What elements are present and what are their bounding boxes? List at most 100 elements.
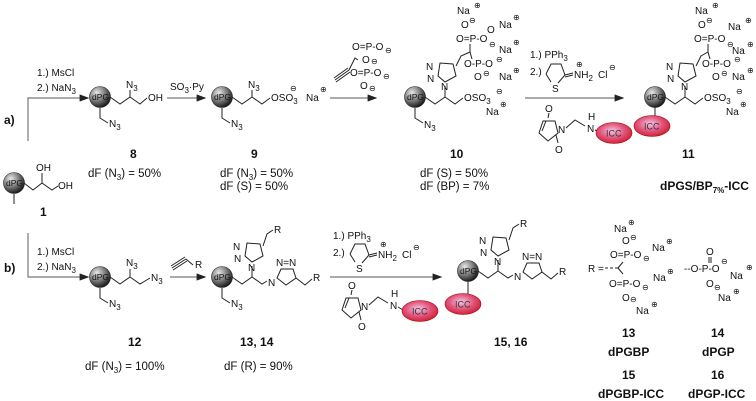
negative-charge: ⊖ xyxy=(385,46,392,55)
negative-charge: ⊖ xyxy=(413,243,420,252)
oxygen: O xyxy=(362,55,370,66)
traut-reagent: 2.) S NH2 ⊕ Cl ⊖ xyxy=(333,240,420,275)
negative-charge: ⊖ xyxy=(721,257,728,266)
core-label: dPG xyxy=(647,92,664,102)
compound-name: dPGBP-ICC xyxy=(598,387,664,401)
icc-label: ICC xyxy=(412,307,428,317)
negative-charge: ⊖ xyxy=(496,87,503,96)
nitrogen: N xyxy=(248,263,255,274)
iminium: NH2 xyxy=(378,250,397,263)
compound-number: 10 xyxy=(450,147,464,161)
nitrogen: N xyxy=(681,82,688,93)
hydrogen: H xyxy=(588,112,595,123)
compound-10: dPG N N N O=P-O O-P-O ⊖ ⊖ O ⊖ O O ⊖ Na ⊕… xyxy=(404,1,520,193)
positive-charge: ⊕ xyxy=(666,237,673,246)
compound-number: 16 xyxy=(711,368,725,382)
compound-13-14: dPG N N N R N N=N R N3 13, 14 dF (R) = 9… xyxy=(211,225,320,373)
oxygen: O xyxy=(487,25,495,36)
alkyne-bisphosphonate-reagent: O=P-O ⊖ O=P-O ⊖ O ⊖ O ⊖ xyxy=(333,42,392,93)
sodium-ion: Na xyxy=(732,46,745,57)
reagent-step: 1.) MsCl xyxy=(37,68,74,79)
compound-8: dPG N3 OH N3 8 dF (N3) = 50% xyxy=(88,80,163,182)
phosphonate: O=P-O xyxy=(694,34,726,45)
core-label: dPG xyxy=(214,272,231,282)
positive-charge: ⊕ xyxy=(745,16,752,25)
nitrogen: N xyxy=(361,302,368,313)
compound-number: 14 xyxy=(711,326,725,340)
compound-number: 15 xyxy=(622,368,636,382)
section-b-label: b) xyxy=(4,261,15,275)
sodium-ion: Na xyxy=(499,72,512,83)
degree-of-functionalization: dF (N3) = 50% xyxy=(88,168,161,182)
azide: N3 xyxy=(109,119,121,132)
phosphonate: O-P-O xyxy=(464,59,493,70)
compound-name: dPGBP xyxy=(608,345,649,359)
oxygen: O xyxy=(360,81,368,92)
core-label: dPG xyxy=(6,178,23,188)
negative-charge: ⊖ xyxy=(383,72,390,81)
hydroxyl: OH xyxy=(58,181,73,192)
reagent-step: 2.) NaN3 xyxy=(37,83,76,96)
sodium-ion: Na xyxy=(486,107,499,118)
azide: N3 xyxy=(424,120,436,133)
azide: N3 xyxy=(126,258,138,271)
oxygen: O xyxy=(358,322,366,333)
positive-charge: ⊕ xyxy=(513,66,520,75)
nitrogen: N xyxy=(441,82,448,93)
maleimide-icc-reagent: O O N H N ICC xyxy=(341,281,439,333)
dpg-core-sphere: dPG xyxy=(3,172,25,194)
chloride: Cl xyxy=(598,70,607,81)
positive-charge: ⊕ xyxy=(380,240,387,249)
positive-charge: ⊕ xyxy=(747,40,754,49)
negative-charge: ⊖ xyxy=(371,57,378,66)
azide: N3 xyxy=(126,80,138,93)
negative-charge: ⊖ xyxy=(483,69,490,78)
r-group: R xyxy=(313,273,320,284)
oxygen: O xyxy=(545,104,553,115)
hydroxyl: OH xyxy=(148,93,163,104)
degree-of-functionalization: dF (S) = 50% xyxy=(220,181,288,193)
compound-name: dPGP xyxy=(702,345,735,359)
traut-reagent: 2.) S NH2 ⊕ Cl ⊖ xyxy=(530,60,616,95)
chloride: Cl xyxy=(402,250,411,261)
sodium-ion: Na xyxy=(718,293,731,304)
oxygen: O xyxy=(706,279,714,290)
hydrogen: H xyxy=(391,289,398,300)
sulfate: OSO3 xyxy=(704,93,731,106)
negative-charge: ⊖ xyxy=(369,84,376,93)
compound-1: dPG OH OH 1 xyxy=(3,163,73,219)
r-equals: R = xyxy=(588,264,604,275)
oxygen: O xyxy=(698,20,706,31)
sodium-ion: Na xyxy=(726,107,739,118)
reagent-step: 1.) PPh3 xyxy=(333,231,371,244)
positive-charge: ⊕ xyxy=(513,13,520,22)
compound-number: 8 xyxy=(130,147,137,161)
positive-charge: ⊕ xyxy=(320,85,327,94)
sodium-ion: Na xyxy=(728,22,741,33)
nitrogen: N xyxy=(268,278,275,289)
oxygen: O xyxy=(555,145,563,156)
degree-of-functionalization: dF (N3) = 50% xyxy=(220,168,293,182)
sodium-ion: Na xyxy=(499,20,512,31)
negative-charge: ⊖ xyxy=(469,16,476,25)
oxygen: O xyxy=(706,247,714,258)
diazo: N=N xyxy=(522,252,542,263)
nitrogen: N xyxy=(587,124,594,135)
phosphonate: O=P-O xyxy=(456,34,488,45)
positive-charge: ⊕ xyxy=(500,100,507,109)
dpg-core-sphere: dPG xyxy=(89,86,111,108)
r-group: R xyxy=(274,225,281,236)
positive-charge: ⊕ xyxy=(576,60,583,69)
icc-dye: ICC xyxy=(444,293,482,315)
sodium-ion: Na xyxy=(306,93,319,104)
phosphate: --O-P-O xyxy=(684,264,720,275)
negative-charge: ⊖ xyxy=(489,40,496,49)
azide: N3 xyxy=(231,299,243,312)
negative-charge: ⊖ xyxy=(727,40,734,49)
sodium-ion: Na xyxy=(730,271,743,282)
compound-name: dPGP-ICC xyxy=(688,387,746,401)
degree-of-functionalization: dF (N3) = 100% xyxy=(85,361,165,375)
negative-charge: ⊖ xyxy=(609,63,616,72)
compound-number: 1 xyxy=(40,205,47,219)
